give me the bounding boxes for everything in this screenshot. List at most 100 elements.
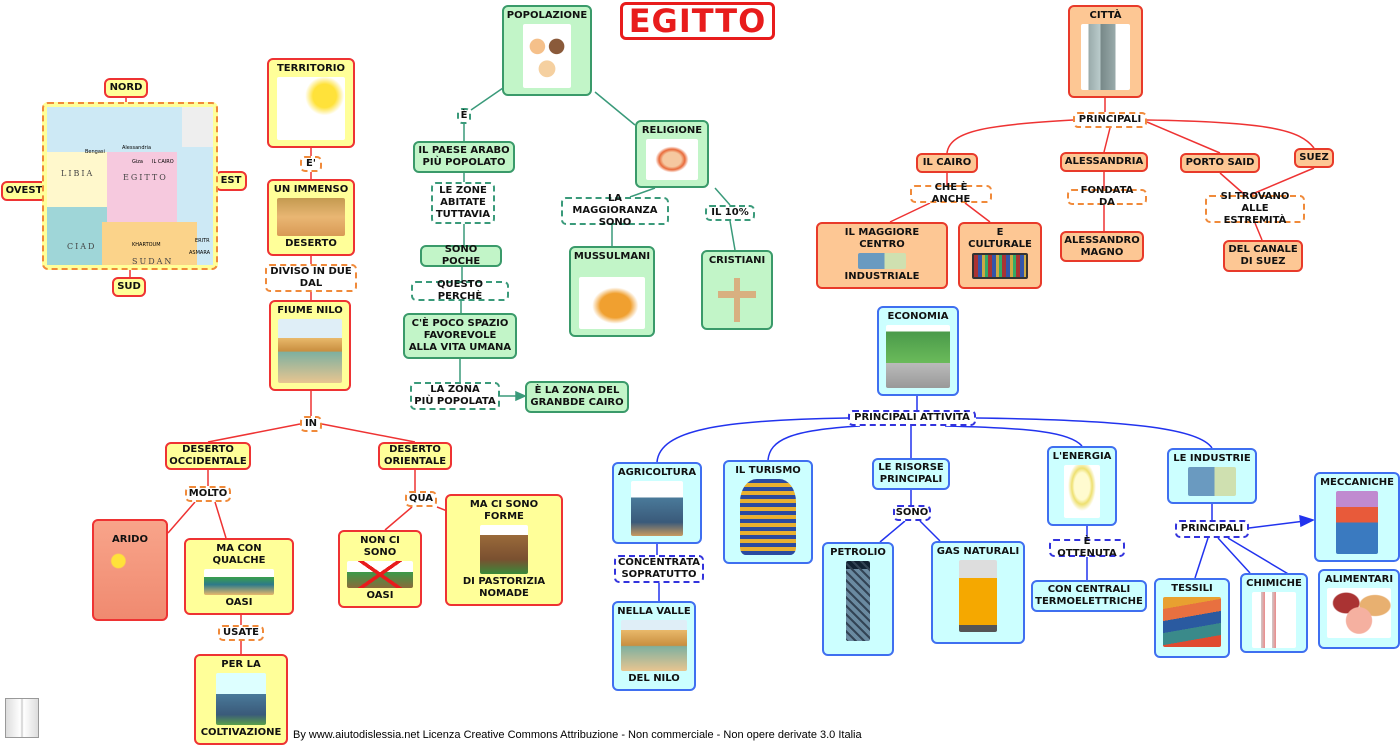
coltivazione-node[interactable]: PER LA COLTIVAZIONE <box>194 654 288 745</box>
farmer-icon <box>631 481 683 536</box>
tessili-node[interactable]: TESSILI <box>1154 578 1230 658</box>
nord-node[interactable]: NORD <box>104 78 148 98</box>
map-label-khartoum: KHARTOUM <box>132 242 161 248</box>
connector-sono: SONO <box>893 505 931 521</box>
deserto-occidentale-node[interactable]: DESERTO OCCIDENTALE <box>165 442 251 470</box>
non-ci-sono-label: NON CI SONO <box>360 535 400 558</box>
valle-nilo-node[interactable]: NELLA VALLE DEL NILO <box>612 601 696 691</box>
agricoltura-node[interactable]: AGRICOLTURA <box>612 462 702 544</box>
cristiani-label: CRISTIANI <box>708 255 766 266</box>
citta-label: CITTÀ <box>1089 10 1122 21</box>
factory-icon <box>857 253 907 269</box>
religione-label: RELIGIONE <box>641 125 703 136</box>
pastorizia-node[interactable]: MA CI SONO FORME DI PASTORIZIA NOMADE <box>445 494 563 606</box>
turismo-node[interactable]: IL TURISMO <box>723 460 813 564</box>
praying-man-image <box>578 277 646 329</box>
industry-icon <box>1188 467 1236 496</box>
arido-node[interactable]: ARIDO <box>92 519 168 621</box>
nilo-label: FIUME NILO <box>277 305 343 316</box>
alimentari-node[interactable]: ALIMENTARI <box>1318 569 1400 649</box>
oasis-image <box>204 569 274 595</box>
pastorizia-label: DI PASTORIZIA NOMADE <box>462 576 546 599</box>
religione-node[interactable]: RELIGIONE <box>635 120 709 188</box>
ovest-node[interactable]: OVEST <box>1 181 47 201</box>
meccaniche-label: MECCANICHE <box>1320 477 1394 488</box>
popolazione-label: POPOLAZIONE <box>506 10 588 21</box>
arid-land-image <box>100 548 160 613</box>
gas-label: GAS NATURALI <box>936 546 1020 557</box>
connector-zona-popolata: LA ZONA PIÙ POPOLATA <box>410 382 500 410</box>
deserto-orientale-node[interactable]: DESERTO ORIENTALE <box>378 442 452 470</box>
meccaniche-node[interactable]: MECCANICHE <box>1314 472 1400 562</box>
mussulmani-node[interactable]: MUSSULMANI <box>569 246 655 337</box>
oasi-label: OASI <box>225 597 253 608</box>
non-ci-sono-oasi-node[interactable]: NON CI SONO OASI <box>338 530 422 608</box>
egypt-map[interactable]: LIBIA EGITTO CIAD SUDAN Alessandria IL C… <box>42 102 218 270</box>
industriale-label: INDUSTRIALE <box>844 271 920 282</box>
il-cairo-node[interactable]: IL CAIRO <box>916 153 978 173</box>
oasi-node[interactable]: MA CON QUALCHE OASI <box>184 538 294 615</box>
gas-naturali-node[interactable]: GAS NATURALI <box>931 541 1025 644</box>
energia-node[interactable]: L'ENERGIA <box>1047 446 1117 526</box>
porto-said-node[interactable]: PORTO SAID <box>1180 153 1260 173</box>
est-node[interactable]: EST <box>215 171 247 191</box>
connector-maggioranza: LA MAGGIORANZA SONO <box>561 193 669 228</box>
popolazione-node[interactable]: POPOLAZIONE <box>502 5 592 96</box>
petrolio-label: PETROLIO <box>830 547 886 558</box>
cross-icon <box>718 278 756 322</box>
chimiche-node[interactable]: CHIMICHE <box>1240 573 1308 653</box>
centrali-node[interactable]: CON CENTRALI TERMOELETTRICHE <box>1031 580 1147 612</box>
fiume-nilo-node[interactable]: FIUME NILO <box>269 300 351 391</box>
lightbulb-icon <box>1064 465 1100 518</box>
alimentari-label: ALIMENTARI <box>1324 574 1394 585</box>
connector-perche: QUESTO PERCHÈ <box>411 279 509 302</box>
chimiche-label: CHIMICHE <box>1246 578 1302 589</box>
map-label-alessandria: Alessandria <box>122 145 152 151</box>
culturale-node[interactable]: E CULTURALE <box>958 222 1042 289</box>
grande-cairo-node[interactable]: È LA ZONA DEL GRANBDE CAIRO <box>525 381 629 413</box>
test-tubes-icon <box>1252 592 1296 648</box>
connector-in: IN <box>300 416 322 432</box>
territorio-node[interactable]: TERRITORIO <box>267 58 355 148</box>
cristiani-node[interactable]: CRISTIANI <box>701 250 773 330</box>
oasi2-label: OASI <box>366 590 394 601</box>
map-label-giza: Giza <box>132 159 143 165</box>
forme-label: MA CI SONO FORME <box>469 499 539 522</box>
map-label-sudan: SUDAN <box>132 257 174 265</box>
oil-derrick-icon <box>845 561 871 641</box>
deserto-node[interactable]: UN IMMENSO DESERTO <box>267 179 355 256</box>
paese-arabo-node[interactable]: IL PAESE ARABO PIÙ POPOLATO <box>413 141 515 173</box>
food-icon <box>1327 588 1391 638</box>
per-la-label: PER LA <box>221 659 261 670</box>
risorse-node[interactable]: LE RISORSE PRINCIPALI <box>872 458 950 490</box>
connector-10-percent: IL 10% <box>705 205 755 221</box>
poco-spazio-node[interactable]: C'È POCO SPAZIO FAVOREVOLE ALLA VITA UMA… <box>403 313 517 359</box>
desert-image <box>276 198 346 236</box>
praying-hands-icon <box>646 139 698 180</box>
economia-node[interactable]: ECONOMIA <box>877 306 959 396</box>
sud-node[interactable]: SUD <box>112 277 146 297</box>
centro-industriale-node[interactable]: IL MAGGIORE CENTRO INDUSTRIALE <box>816 222 948 289</box>
alessandria-node[interactable]: ALESSANDRIA <box>1060 152 1148 172</box>
energia-label: L'ENERGIA <box>1052 451 1112 462</box>
canale-suez-node[interactable]: DEL CANALE DI SUEZ <box>1223 240 1303 272</box>
book-logo-icon <box>5 698 39 738</box>
connector-fondata-da: FONDATA DA <box>1067 185 1147 208</box>
petrolio-node[interactable]: PETROLIO <box>822 542 894 656</box>
citta-node[interactable]: CITTÀ <box>1068 5 1143 98</box>
sono-poche-node[interactable]: SONO POCHE <box>420 244 502 267</box>
industrie-node[interactable]: LE INDUSTRIE <box>1167 448 1257 504</box>
qualche-label: MA CON QUALCHE <box>212 543 266 566</box>
map-label-egitto: EGITTO <box>123 173 168 182</box>
alessandro-magno-node[interactable]: ALESSANDRO MAGNO <box>1060 231 1144 262</box>
suez-node[interactable]: SUEZ <box>1294 148 1334 168</box>
immenso-label: UN IMMENSO <box>273 184 349 195</box>
deserto-label: DESERTO <box>285 238 337 249</box>
connector-principali-citta: PRINCIPALI <box>1073 112 1147 128</box>
mussulmani-label: MUSSULMANI <box>573 251 651 262</box>
connector-e-pop: È <box>457 108 471 124</box>
map-label-bengasi: Bengasi <box>85 149 105 155</box>
pyramids-image <box>278 319 342 383</box>
map-label-libia: LIBIA <box>61 169 95 178</box>
people-image <box>523 24 571 88</box>
